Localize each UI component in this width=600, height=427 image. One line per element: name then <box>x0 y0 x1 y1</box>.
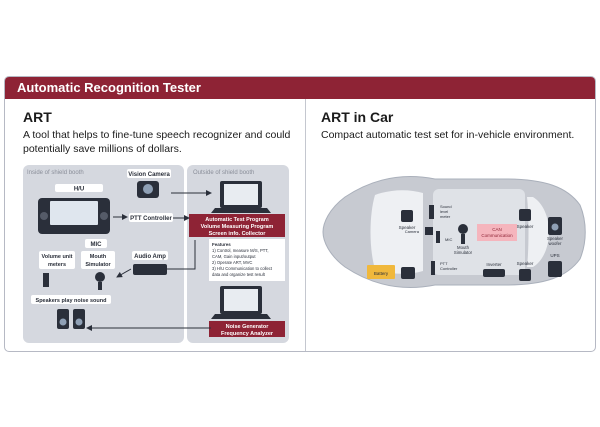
art-description-line1: A tool that helps to fine-tune speech re… <box>23 129 291 141</box>
program-box-line2: Volume Measuring Program <box>201 224 274 230</box>
car-mouth-simulator-stand <box>461 234 465 244</box>
car-speaker-right-icon <box>519 209 531 221</box>
art-card: Automatic Recognition Tester ART A tool … <box>4 76 596 352</box>
car-mouth-simulator-line2: Simulator <box>454 250 473 255</box>
program-box-line1: Automatic Test Program <box>205 217 269 223</box>
features-box <box>209 239 285 281</box>
hu-label: H/U <box>74 187 84 193</box>
ptt-controller-label-box <box>129 213 173 222</box>
banner-title: Automatic Recognition Tester <box>5 77 595 99</box>
sound-level-meter-icon <box>429 205 434 219</box>
amp-to-mouth-connector <box>116 268 132 278</box>
volume-meters-label-line1: Volume unit <box>41 254 72 260</box>
head-unit-screen <box>50 201 98 225</box>
car-mouth-simulator-icon <box>458 224 468 234</box>
car-ptt-controller-line1: PTT <box>440 261 448 266</box>
microphone-stand <box>98 282 102 290</box>
inside-booth-label: Inside of shield booth <box>27 170 84 176</box>
car-description: Compact automatic test set for in-vehicl… <box>321 129 575 141</box>
microphone-icon <box>95 272 105 282</box>
feature-line-0: 1) Control, measure M/S, PTT, <box>212 248 269 253</box>
car-speaker-right-label: Speaker <box>517 224 534 229</box>
speakers-label: Speakers play noise sound <box>36 298 107 304</box>
laptop-top-base <box>211 208 271 213</box>
audio-amp-icon <box>133 264 167 275</box>
outside-booth-label: Outside of shield booth <box>193 170 254 176</box>
speaker-left-cone <box>59 318 67 326</box>
head-unit-knob-left <box>40 212 48 220</box>
art-description-line2: potentially save millions of dollars. <box>23 143 182 155</box>
speaker-right-cone <box>75 318 83 326</box>
car-ptt-controller-icon <box>431 261 435 275</box>
sound-meter-icon <box>43 273 49 287</box>
car-speaker-bottom-label: Speaker <box>517 261 534 266</box>
mic-label: MIC <box>91 242 103 248</box>
laptop-top-screen <box>224 184 258 205</box>
volume-meters-label-box <box>39 251 75 269</box>
feature-line-4: data and organize test result <box>212 272 266 277</box>
car-speaker-bottom-left-icon <box>401 267 415 279</box>
car-camera-icon <box>425 227 433 235</box>
can-communication-box <box>477 224 517 241</box>
vision-camera-label-box <box>127 169 171 178</box>
speaker-woofer-cone <box>551 223 559 231</box>
noise-box-line2: Frequency Analyzer <box>221 331 274 337</box>
car-camera-label: Camera <box>405 229 420 234</box>
inverter-icon <box>483 269 505 277</box>
sound-level-meter-line3: meter <box>440 214 451 219</box>
car-ptt-controller-line2: Controller <box>440 266 458 271</box>
car-speaker-left-label: Speaker <box>399 225 416 230</box>
car-rear-window <box>527 197 549 267</box>
battery-icon <box>367 265 395 279</box>
battery-label: Battery <box>374 271 389 276</box>
speaker-woofer-line1: Speaker <box>547 236 564 241</box>
feature-line-1: CAM, Gain input/output <box>212 254 256 259</box>
amp-connector <box>167 240 196 270</box>
car-mouth-simulator-line1: Mouth <box>457 245 470 250</box>
vision-camera-lens <box>143 184 153 194</box>
hu-label-box <box>55 184 103 192</box>
car-speaker-bottom-right-icon <box>519 269 531 281</box>
can-line2: Communication <box>481 233 513 238</box>
ups-icon <box>548 261 562 277</box>
features-title: Features <box>212 242 231 247</box>
program-box <box>189 214 285 237</box>
inverter-label: Inverter <box>486 262 502 267</box>
ups-label: UPS <box>550 253 559 258</box>
mic-label-box <box>85 239 107 248</box>
noise-box-line1: Noise Generator <box>226 324 270 330</box>
vision-camera-label: Vision Camera <box>128 172 170 178</box>
laptop-bottom-base <box>211 314 271 319</box>
program-box-line3: Screen info. Collector <box>209 231 267 237</box>
car-heading: ART in Car <box>321 109 394 125</box>
column-divider <box>305 99 306 351</box>
speaker-woofer-line2: woofer <box>549 241 562 246</box>
car-speaker-left-icon <box>401 210 413 222</box>
speakers-label-box <box>31 295 111 304</box>
mouth-simulator-label-line2: Simulator <box>85 262 111 268</box>
sound-level-meter-line2: level <box>440 209 448 214</box>
audio-amp-label: Audio Amp <box>134 254 166 260</box>
audio-amp-label-box <box>132 251 168 260</box>
noise-generator-box <box>209 321 285 337</box>
art-heading: ART <box>23 109 52 125</box>
mouth-simulator-label-line1: Mouth <box>90 254 107 260</box>
can-line1: CAN <box>492 227 502 232</box>
car-mic-icon <box>436 231 440 243</box>
volume-meters-label-line2: meters <box>48 262 66 268</box>
feature-line-3: 3) H/U Communication to collect <box>212 266 273 271</box>
feature-line-2: 2) Operate ART, MVC <box>212 260 252 265</box>
car-mic-label: MIC <box>445 237 452 242</box>
art-diagram: Inside of shield booth Outside of shield… <box>23 165 289 343</box>
ptt-controller-label: PTT Controller <box>130 216 172 222</box>
laptop-bottom-screen <box>224 289 258 311</box>
car-diagram: Speaker Sound level meter Camera MIC Mou… <box>322 175 586 289</box>
head-unit-knob-right <box>100 212 108 220</box>
mouth-simulator-label-box <box>81 251 115 269</box>
sound-level-meter-line1: Sound <box>440 204 452 209</box>
